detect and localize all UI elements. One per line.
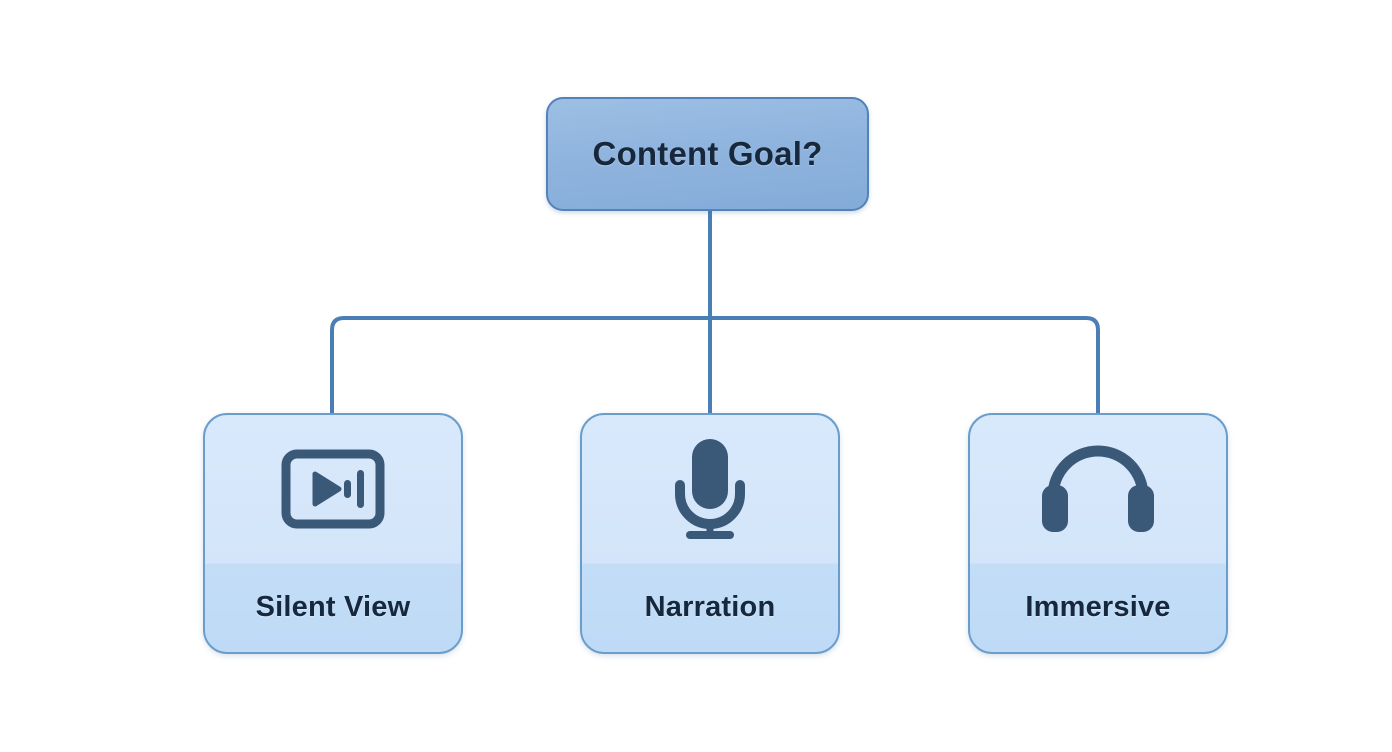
microphone-icon — [668, 436, 752, 542]
option-card-immersive[interactable]: Immersive — [968, 413, 1228, 654]
connector-branch-right — [710, 316, 1100, 413]
connector-branch-left — [330, 316, 710, 413]
root-node-content-goal[interactable]: Content Goal? — [546, 97, 869, 211]
option-card-label: Narration — [644, 591, 776, 624]
screen-play-mute-icon — [281, 449, 385, 529]
option-card-silent-view[interactable]: Silent View — [203, 413, 463, 654]
option-card-label: Immersive — [1025, 591, 1171, 624]
card-label-area: Narration — [582, 563, 838, 652]
card-icon-area — [582, 415, 838, 563]
option-card-label: Silent View — [255, 591, 411, 624]
root-node-label: Content Goal? — [592, 135, 823, 172]
card-icon-area — [205, 415, 461, 563]
headphones-icon — [1037, 443, 1159, 535]
card-label-area: Silent View — [205, 563, 461, 652]
card-icon-area — [970, 415, 1226, 563]
card-label-area: Immersive — [970, 563, 1226, 652]
option-card-narration[interactable]: Narration — [580, 413, 840, 654]
